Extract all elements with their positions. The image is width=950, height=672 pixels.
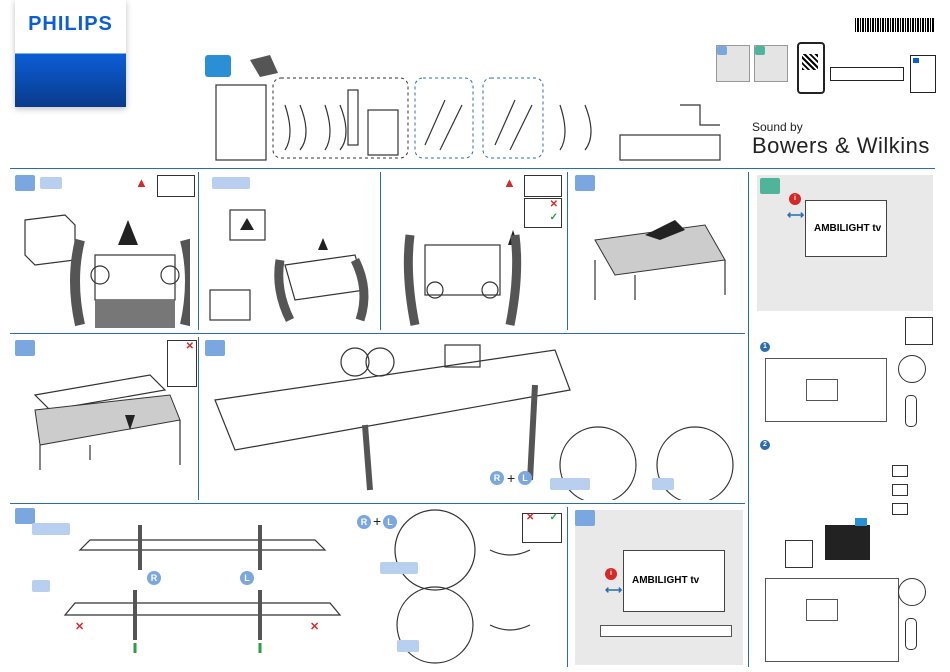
screwdriver-icon [905,395,917,427]
two-person-lift-icon [157,175,195,197]
left-marker: L [518,471,532,485]
step-1-badge [15,175,35,191]
screw-size-icon [892,465,908,477]
philips-logo: PHILIPS [15,0,126,107]
power-cord-drawing-2 [325,105,346,150]
tv-back-panel [765,358,887,422]
right-marker-2: R [147,571,161,585]
carry-tv-illustration [395,225,525,328]
left-marker-2: L [240,571,254,585]
setup-option-1 [716,45,750,82]
step-tag [40,177,62,189]
divider [10,333,745,334]
tv-on-stand-scene: AMBILIGHT tv i ⟷ [575,510,743,665]
step-1-marker: 1 [760,342,770,352]
two-person-lift-icon-2 [524,175,562,197]
right-marker: R [490,471,504,485]
leaflet-drawing [368,110,398,155]
step-4-badge [575,175,595,191]
lifting-tv-illustration [205,200,375,328]
warning-triangle-icon: ▲ [135,175,148,190]
double-arrow-icon-2: ⟷ [605,583,622,597]
tv-face-down-illustration [30,370,190,495]
soundbar-drawing [620,135,720,160]
warning-triangle-icon-2: ▲ [503,175,516,190]
screwdriver-icon-2 [905,618,917,650]
info-icon-2: i [605,568,617,580]
screw-icon-2 [898,578,926,606]
screw-type-icon: ✕ ✓ [522,513,562,543]
screw-icon [898,355,926,383]
remote-drawing [348,90,358,145]
stand-legs-drawing-2 [495,100,532,150]
ambilight-label: AMBILIGHT tv [814,223,881,234]
barcode [855,18,935,32]
soft-cloth-table-illustration [585,200,740,328]
stand-legs-drawing [425,100,462,150]
info-icon: i [789,193,801,205]
power-cord-drawing [285,105,306,150]
shop-cart-icon [785,540,813,568]
open-box-icon [205,55,231,77]
step-2-marker: 2 [760,440,770,450]
bracket-drawing [680,105,720,125]
stand-position-illustration [60,515,350,655]
manual-icon [250,55,278,77]
hold-position-icon: ✕ ✓ [524,198,562,228]
attach-stand-illustration [205,340,745,500]
double-arrow-icon: ⟷ [787,208,804,222]
screw-size-icon [892,503,908,515]
mount-bracket-drawing [825,525,870,560]
unboxing-illustration [20,200,190,328]
document-icon [910,55,936,93]
bowers-wilkins-logo: Bowers & Wilkins [752,133,930,159]
divider [10,503,745,504]
setup-option-2 [754,45,788,82]
step-7-badge [15,508,35,524]
right-marker-3: R [357,515,371,529]
sound-by-label: Sound by [752,120,803,134]
wall-mount-scene: AMBILIGHT tv i ⟷ [757,175,933,311]
divider [748,172,749,667]
step-5-badge [15,340,35,356]
tv-back-panel-2 [765,578,899,662]
phone-qr-icon [797,42,825,94]
tv-panel-drawing [216,85,266,160]
search-field-icon [830,67,904,81]
box-contents-illustration [200,45,740,165]
screw-size-icon [892,484,908,496]
divider [10,168,935,169]
cables-drawing [560,105,591,150]
wall-bracket-icon [905,317,933,345]
ambilight-label-2: AMBILIGHT tv [632,575,699,586]
